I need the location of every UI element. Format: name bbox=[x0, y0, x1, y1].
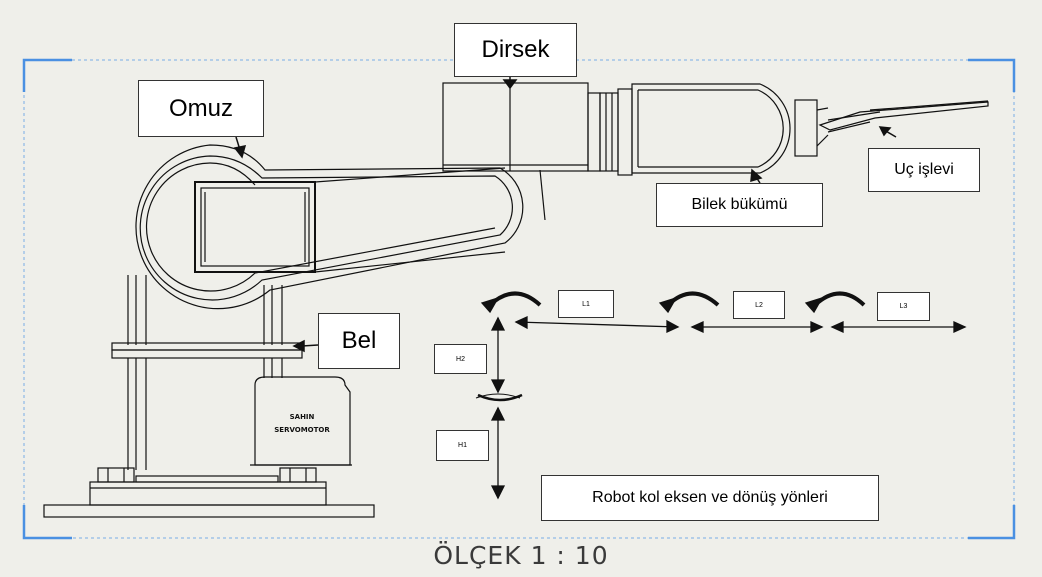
base-plate bbox=[43, 467, 375, 518]
elbow-rotation-arrowhead bbox=[658, 296, 678, 314]
label-omuz-text: Omuz bbox=[168, 94, 233, 122]
scale-text: ÖLÇEK 1 : 10 bbox=[433, 541, 609, 570]
label-bel: Bel bbox=[318, 313, 400, 369]
l1-arrow-right bbox=[666, 319, 680, 334]
label-h2-text: H2 bbox=[456, 355, 465, 363]
motor-brand-text: SAHIN bbox=[290, 413, 315, 421]
h2-arrow-down bbox=[490, 379, 506, 394]
caption-text: Robot kol eksen ve dönüş yönleri bbox=[592, 489, 828, 506]
label-pointers bbox=[233, 77, 897, 353]
label-uc-islevi-text: Uç işlevi bbox=[894, 161, 954, 178]
label-bilek-bukumu-text: Bilek bükümü bbox=[691, 196, 788, 213]
label-uc-islevi: Uç işlevi bbox=[868, 148, 980, 192]
label-dirsek-text: Dirsek bbox=[481, 36, 550, 63]
waist-plate bbox=[111, 342, 303, 359]
motor-type-text: SERVOMOTOR bbox=[274, 426, 330, 434]
gripper bbox=[818, 100, 989, 133]
h2-arrow-up bbox=[490, 316, 506, 331]
l3-arrow-left bbox=[830, 320, 844, 334]
label-l1-text: L1 bbox=[582, 300, 590, 308]
frame-corners bbox=[22, 58, 1016, 540]
label-h1-text: H1 bbox=[458, 442, 467, 449]
wrist-rotation-arrowhead bbox=[804, 296, 824, 314]
label-l2: L2 bbox=[733, 291, 785, 319]
upper-arm bbox=[135, 144, 546, 310]
column-rods bbox=[127, 275, 283, 470]
label-dirsek: Dirsek bbox=[454, 23, 577, 77]
label-h2: H2 bbox=[434, 344, 487, 374]
l1-arrow-left bbox=[514, 315, 528, 330]
l2-arrow-right bbox=[810, 320, 824, 334]
label-h1: H1 bbox=[436, 430, 489, 461]
label-l3: L3 bbox=[877, 292, 930, 321]
h1-arrow-up bbox=[490, 406, 506, 421]
servo-motor: SAHIN SERVOMOTOR bbox=[250, 376, 352, 466]
l3-arrow-right bbox=[953, 320, 967, 334]
shoulder-rotation-arrowhead bbox=[480, 296, 500, 314]
l1-axis-line bbox=[515, 321, 679, 328]
label-bilek-bukumu: Bilek bükümü bbox=[656, 183, 823, 227]
h1-arrow-down bbox=[490, 485, 506, 500]
label-bel-text: Bel bbox=[341, 327, 377, 354]
forearm bbox=[631, 83, 829, 174]
wrist-rotation-symbol bbox=[813, 291, 866, 307]
label-omuz: Omuz bbox=[138, 80, 264, 137]
axes-diagram bbox=[475, 291, 967, 500]
robot-arm: SAHIN SERVOMOTOR bbox=[43, 82, 989, 518]
l2-arrow-left bbox=[690, 320, 704, 334]
caption-box: Robot kol eksen ve dönüş yönleri bbox=[541, 475, 879, 521]
label-l3-text: L3 bbox=[899, 303, 908, 310]
label-l1: L1 bbox=[558, 290, 614, 318]
waist-rotation-symbol-back bbox=[475, 393, 521, 399]
label-l2-text: L2 bbox=[755, 301, 763, 309]
elbow-block bbox=[442, 82, 633, 176]
